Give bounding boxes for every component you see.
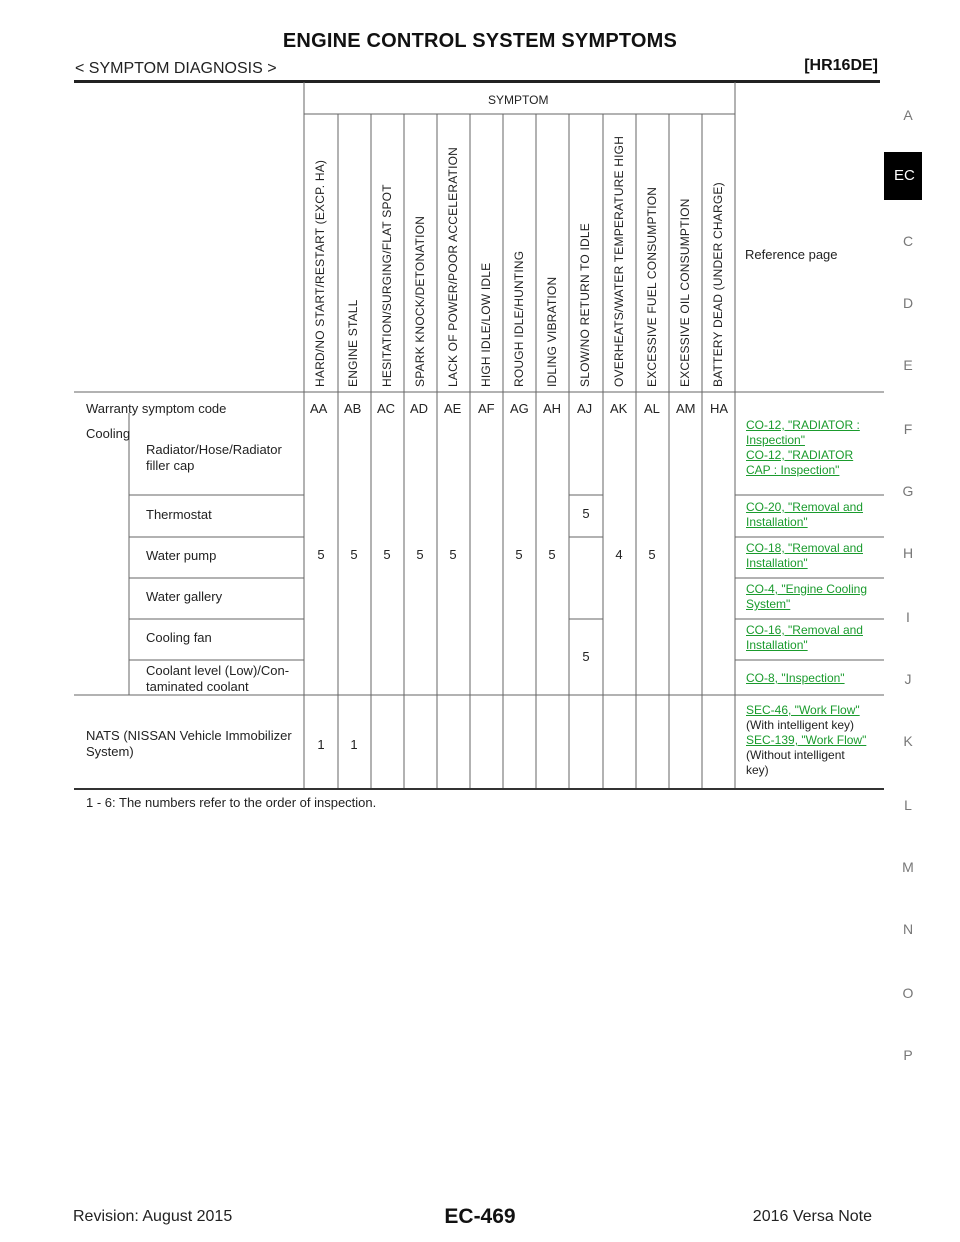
symptom-label: HIGH IDLE/LOW IDLE [479,262,493,387]
reference-link[interactable]: SEC-46, "Work Flow" [746,703,860,717]
side-index-h[interactable]: H [902,545,914,561]
cooling-value: 5 [317,547,325,562]
side-index-d[interactable]: D [902,295,914,311]
symptom-header: SYMPTOM [488,93,549,107]
cooling-item: Coolant level (Low)/Con- taminated coola… [146,663,290,694]
side-index-c[interactable]: C [902,233,914,249]
cooling-value: 5 [416,547,424,562]
page-title: ENGINE CONTROL SYSTEM SYMPTOMS [282,30,678,52]
reference-cell: CO-16, "Removal and Installation" [746,623,881,653]
warranty-code: AA [310,401,328,416]
side-index-active-label: EC [894,167,915,184]
symptom-label: ROUGH IDLE/HUNTING [512,250,526,387]
fan-coolant-value: 5 [582,649,590,664]
symptom-label: EXCESSIVE OIL CONSUMPTION [678,198,692,387]
warranty-code: AK [610,401,628,416]
reference-cell: CO-18, "Removal and Installation" [746,541,881,571]
thermostat-value: 5 [582,506,590,521]
nats-label: NATS (NISSAN Vehicle Immobilizer System) [86,728,292,759]
table-grid [74,82,884,790]
cooling-value: 5 [383,547,391,562]
cooling-item: Thermostat [146,507,212,522]
side-index-o[interactable]: O [902,985,914,1001]
reference-cell: CO-8, "Inspection" [746,671,845,686]
cooling-value: 5 [648,547,656,562]
symptom-label: LACK OF POWER/POOR ACCELERATION [446,146,460,387]
footnote: 1 - 6: The numbers refer to the order of… [86,795,377,810]
symptom-table: SYMPTOM Reference page HARD/NO START/RES… [74,82,884,792]
cooling-value: 5 [515,547,523,562]
symptom-label: HARD/NO START/RESTART (EXCP. HA) [313,159,327,387]
nats-reference-cell: SEC-46, "Work Flow" (With intelligent ke… [746,703,866,778]
symptom-label: BATTERY DEAD (UNDER CHARGE) [711,182,725,387]
reference-link[interactable]: CO-4, "Engine Cooling System" [746,582,867,611]
reference-link[interactable]: CO-20, "Removal and Installation" [746,500,863,529]
footer-page-number: EC-469 [444,1205,516,1228]
warranty-code: HA [710,401,729,416]
cooling-value: 4 [615,547,623,562]
warranty-code: AD [410,401,429,416]
symptom-label: ENGINE STALL [346,299,360,387]
warranty-label: Warranty symptom code [86,401,227,416]
reference-link[interactable]: CO-8, "Inspection" [746,671,845,685]
reference-page-header: Reference page [745,247,838,262]
symptom-label: EXCESSIVE FUEL CONSUMPTION [645,186,659,387]
symptom-label: IDLING VIBRATION [545,276,559,387]
footer-revision: Revision: August 2015 [73,1208,233,1225]
nats-value: 1 [317,737,325,752]
symptom-label: SLOW/NO RETURN TO IDLE [578,223,592,387]
cooling-item: Cooling fan [146,630,212,645]
side-index-k[interactable]: K [903,733,913,749]
warranty-code: AE [444,401,462,416]
side-index-a[interactable]: A [903,107,913,123]
cooling-value: 5 [548,547,556,562]
reference-link[interactable]: SEC-139, "Work Flow" [746,733,867,747]
side-index-n[interactable]: N [902,921,914,937]
side-index-j[interactable]: J [904,671,912,687]
reference-note: (With intelligent key) [746,718,855,732]
symptom-label: OVERHEATS/WATER TEMPERATURE HIGH [612,135,626,387]
cooling-group-label: Cooling [86,426,131,441]
warranty-code: AF [478,401,495,416]
reference-link[interactable]: CO-18, "Removal and Installation" [746,541,863,570]
warranty-code: AC [377,401,396,416]
header-divider [74,80,880,83]
cooling-item: Radiator/Hose/Radiator filler cap [146,442,282,473]
side-index-e[interactable]: E [903,357,913,373]
side-index-f[interactable]: F [903,421,913,437]
warranty-code: AM [676,401,696,416]
reference-note: (Without intelligent key) [746,748,845,777]
symptom-label: HESITATION/SURGING/FLAT SPOT [380,184,394,387]
side-index-g[interactable]: G [902,483,914,499]
cooling-item: Water gallery [146,589,223,604]
side-index-p[interactable]: P [903,1047,913,1063]
symptom-label: SPARK KNOCK/DETONATION [413,215,427,387]
cooling-value: 5 [350,547,358,562]
cooling-value: 5 [449,547,457,562]
cooling-item: Water pump [146,548,217,563]
reference-cell: CO-20, "Removal and Installation" [746,500,881,530]
warranty-code: AL [644,401,660,416]
reference-link[interactable]: CO-12, "RADIATOR CAP : Inspection" [746,448,854,477]
section-subtitle: < SYMPTOM DIAGNOSIS > [75,60,277,77]
warranty-code: AG [510,401,529,416]
side-index-m[interactable]: M [902,859,914,875]
warranty-code: AJ [577,401,593,416]
warranty-code: AH [543,401,562,416]
reference-link[interactable]: CO-12, "RADIATOR : Inspection" [746,418,860,447]
warranty-code: AB [344,401,362,416]
footer-model: 2016 Versa Note [752,1208,872,1225]
side-index-l[interactable]: L [904,797,912,813]
side-index-active-tab[interactable]: EC [884,152,922,200]
engine-model: [HR16DE] [804,57,878,74]
nats-value: 1 [350,737,358,752]
reference-link[interactable]: CO-16, "Removal and Installation" [746,623,863,652]
reference-cell: CO-4, "Engine Cooling System" [746,582,881,612]
reference-cell: CO-12, "RADIATOR : Inspection" CO-12, "R… [746,418,876,478]
side-index-i[interactable]: I [906,609,910,625]
